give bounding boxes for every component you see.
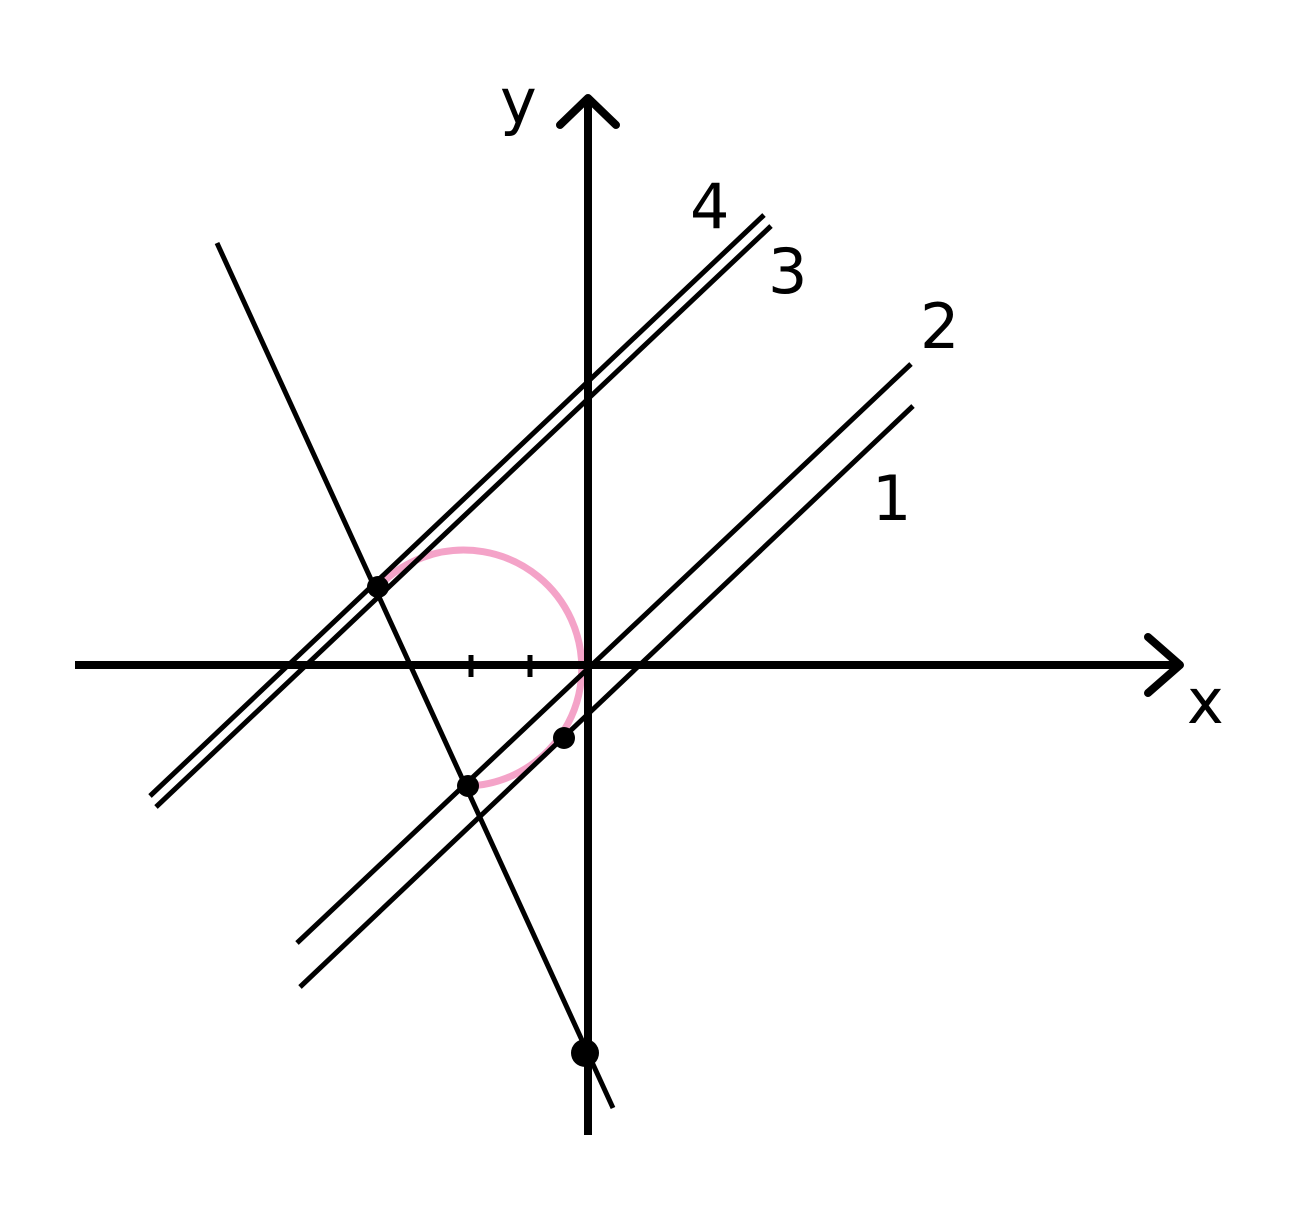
intersection-point	[553, 727, 575, 749]
y-axis-label: y	[500, 65, 537, 138]
intersection-point	[457, 775, 479, 797]
line-3-label: 3	[768, 235, 807, 308]
x-axis-label: x	[1187, 665, 1224, 738]
line-4-label: 4	[690, 170, 729, 243]
line-1	[298, 404, 915, 989]
line-2	[295, 362, 913, 945]
intersection-point	[367, 576, 389, 598]
steep-line	[214, 241, 616, 1110]
x-axis-arrowhead	[1144, 633, 1184, 697]
y-axis-arrowhead	[556, 94, 620, 129]
y-intercept-point	[571, 1039, 599, 1067]
line-3	[154, 224, 773, 809]
line-1-label: 1	[872, 462, 911, 535]
line-2-label: 2	[920, 290, 959, 363]
line-4	[148, 213, 766, 798]
